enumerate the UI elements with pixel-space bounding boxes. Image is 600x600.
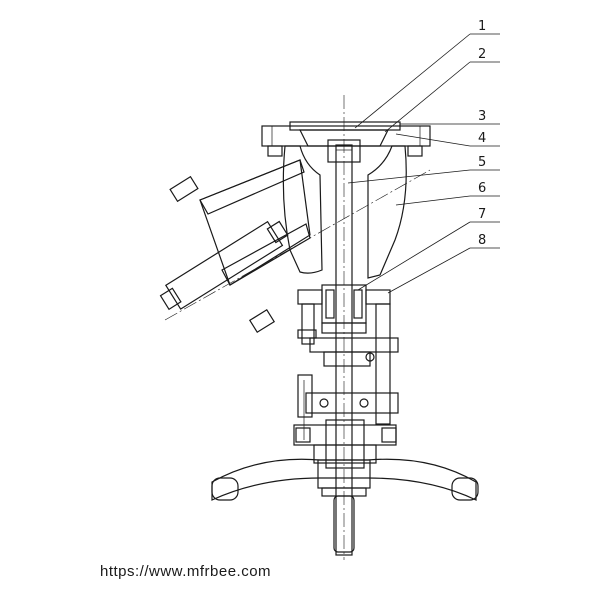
yoke-nut (293, 419, 397, 469)
inlet-flange (159, 220, 289, 311)
part-label-6: 6 (478, 181, 486, 196)
part-callouts: 1 2 3 4 5 6 7 8 (347, 19, 500, 294)
yoke (297, 303, 399, 440)
valve-body-upper (282, 145, 407, 279)
cover-flange (261, 121, 431, 157)
watermark-url: https://www.mfrbee.com (100, 563, 272, 580)
part-label-3: 3 (478, 109, 486, 124)
handwheel (211, 458, 479, 501)
stem-end (333, 495, 355, 553)
valve-stem (327, 139, 361, 556)
part-label-4: 4 (478, 131, 486, 146)
part-label-5: 5 (478, 155, 486, 170)
part-label-7: 7 (478, 207, 486, 222)
gland-packing (297, 284, 391, 334)
valve-disc (299, 129, 389, 147)
part-label-2: 2 (478, 47, 486, 62)
part-label-1: 1 (478, 19, 486, 34)
part-label-8: 8 (478, 233, 486, 248)
